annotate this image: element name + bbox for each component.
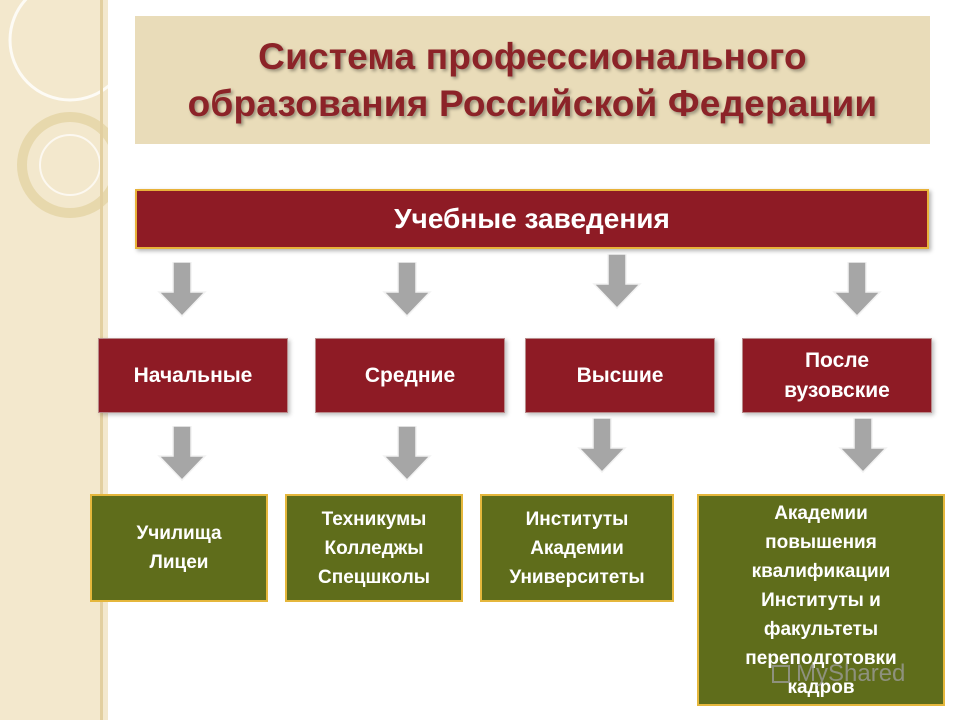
arrow-down-icon	[577, 418, 627, 474]
institution-item: Университеты	[509, 566, 645, 588]
institution-item: Академии	[774, 502, 868, 524]
level-label-line-2: вузовские	[784, 378, 890, 402]
level-primary: Начальные	[98, 338, 288, 413]
institutions-postgraduate: Академии повышения квалификации Институт…	[697, 494, 945, 706]
institution-item: факультеты	[763, 618, 879, 640]
arrow-down-icon	[382, 426, 432, 482]
level-higher: Высшие	[525, 338, 715, 413]
title-box: Система профессионального образования Ро…	[135, 16, 930, 144]
institution-item: повышения	[765, 531, 877, 553]
institution-item: Техникумы	[321, 508, 427, 530]
institution-item: Училища	[136, 523, 222, 544]
institution-item: переподготовки	[745, 647, 897, 669]
decorative-side-stripe	[0, 0, 108, 720]
watermark: MyShared	[772, 660, 905, 688]
level-secondary: Средние	[315, 338, 505, 413]
arrow-down-icon	[832, 262, 882, 318]
level-label: Высшие	[576, 363, 664, 387]
arrow-down-icon	[157, 426, 207, 482]
institution-item: Колледжы	[324, 537, 424, 559]
level-label: Начальные	[133, 363, 253, 387]
level-postgraduate: После вузовские	[742, 338, 932, 413]
institutions-higher: Институты Академии Университеты	[480, 494, 674, 602]
institution-item: Лицеи	[149, 552, 209, 573]
decorative-circles	[8, 0, 108, 218]
institution-item: кадров	[787, 676, 855, 698]
institution-item: Институты	[525, 508, 629, 530]
institution-item: квалификации	[751, 560, 891, 582]
title-line-2: образования Российской Федерации	[187, 83, 878, 124]
watermark-text: MyShared	[796, 660, 906, 687]
title-line-1: Система профессионального	[258, 36, 807, 77]
watermark-logo-icon	[772, 665, 790, 683]
arrow-down-icon	[592, 254, 642, 310]
arrow-down-icon	[838, 418, 888, 474]
level-label: Средние	[364, 363, 456, 387]
institution-item: Институты и	[761, 589, 881, 611]
institutions-secondary: Техникумы Колледжы Спецшколы	[285, 494, 463, 602]
institution-item: Спецшколы	[318, 566, 430, 588]
header-institutions: Учебные заведения	[135, 189, 929, 249]
arrow-down-icon	[382, 262, 432, 318]
arrow-down-icon	[157, 262, 207, 318]
institutions-primary: Училища Лицеи	[90, 494, 268, 602]
institution-item: Академии	[530, 537, 624, 559]
level-label-line-1: После	[804, 348, 870, 372]
